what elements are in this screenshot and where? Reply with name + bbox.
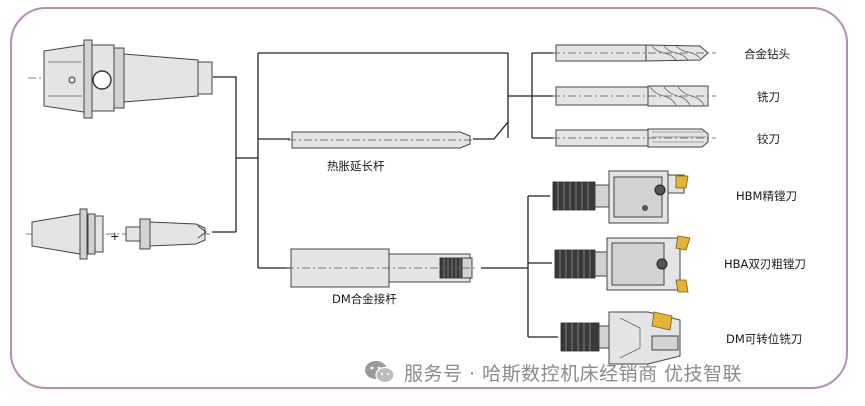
hsk-tool-holder: [28, 39, 213, 119]
label-dm-mill: DM可转位铣刀: [726, 332, 802, 346]
label-extension: 热胀延长杆: [327, 159, 385, 173]
end-mill: [552, 85, 716, 107]
shrink-extension: [288, 131, 474, 149]
watermark: 服务号 · 哈斯数控机床经销商 优技智联: [364, 358, 742, 386]
label-mill: 铣刀: [757, 90, 780, 104]
dm-carbide-rod: [286, 248, 478, 288]
hba-boring-head: [554, 235, 691, 293]
connector-lines: [212, 52, 558, 338]
carbide-drill: [552, 44, 716, 62]
dm-indexable-mill: [560, 311, 681, 365]
diagram-frame: [10, 7, 848, 389]
hbm-boring-head: [552, 170, 689, 224]
label-reamer: 铰刀: [757, 132, 780, 146]
watermark-text: 服务号 · 哈斯数控机床经销商 优技智联: [404, 362, 743, 385]
label-hba: HBA双刃粗镗刀: [724, 257, 806, 271]
wechat-icon: [365, 361, 395, 384]
label-drill: 合金钻头: [744, 47, 790, 61]
reamer: [552, 128, 716, 148]
label-dm-rod: DM合金接杆: [332, 292, 397, 306]
label-hbm: HBM精镗刀: [736, 189, 797, 203]
collet-holder: +: [26, 208, 212, 260]
plus-sign: +: [110, 229, 120, 243]
